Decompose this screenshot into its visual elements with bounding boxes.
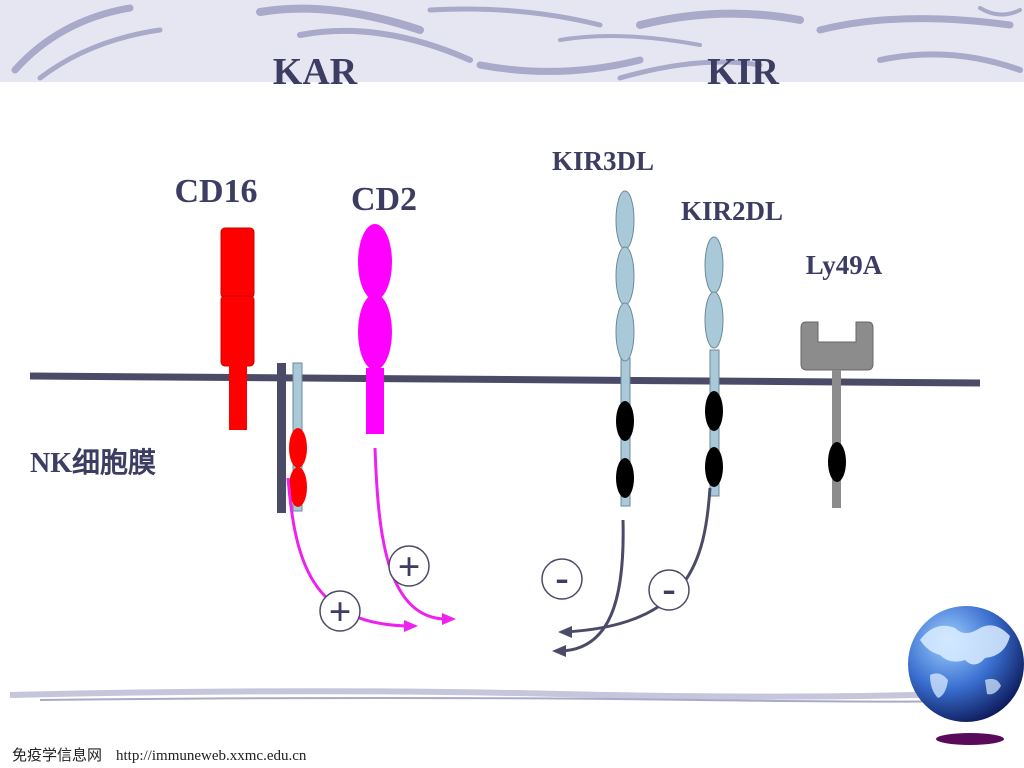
header-banner [0, 0, 1024, 82]
kir2dl-domain-2 [704, 291, 724, 349]
banner-streaks [11, 4, 1023, 81]
bottom-band [9, 688, 1001, 703]
footer: 免疫学信息网 http://immuneweb.xxmc.edu.cn [12, 744, 320, 765]
signal-minus-1: - [541, 555, 583, 600]
minus-text-1: - [555, 555, 568, 600]
title-kar: KAR [273, 51, 358, 93]
cd16-receptor [220, 227, 255, 430]
minus-text-2: - [662, 566, 675, 611]
inhibition-arrowhead-2 [558, 626, 572, 638]
label-ly49a: Ly49A [806, 250, 883, 280]
footer-url[interactable]: http://immuneweb.xxmc.edu.cn [116, 748, 307, 764]
footer-site-name: 免疫学信息网 [12, 748, 103, 764]
cd2-domain-2 [358, 294, 392, 370]
cd2-transmembrane [366, 368, 384, 434]
kir2dl-itim-2 [705, 447, 723, 487]
ly49a-itim [828, 442, 846, 482]
kir3dl-domain-1 [615, 190, 635, 250]
cd2-receptor [358, 224, 392, 434]
kir2dl-domain-1 [704, 236, 724, 294]
activation-arrow-cd2 [373, 447, 451, 621]
ly49a-stalk [832, 370, 841, 508]
kir3dl-itim-2 [616, 458, 634, 498]
plus-text-1: + [398, 544, 421, 589]
label-kir2dl: KIR2DL [681, 196, 783, 226]
activation-arrowhead-1 [404, 620, 418, 632]
signal-plus-1: + [388, 544, 430, 589]
kir2dl-itim-1 [705, 391, 723, 431]
cd16-domain-2 [220, 295, 255, 367]
label-cd2: CD2 [351, 181, 417, 218]
plus-text-2: + [329, 589, 352, 634]
kir2dl-receptor [704, 236, 724, 497]
cd16-transmembrane [229, 364, 247, 430]
adaptor-bar [277, 363, 286, 513]
kir3dl-domain-3 [615, 302, 635, 362]
inhibition-arrows [559, 487, 712, 653]
kir3dl-receptor [615, 190, 635, 507]
cd16-domain-1 [220, 227, 255, 299]
title-kir: KIR [707, 51, 779, 93]
signal-minus-2: - [648, 566, 690, 611]
label-cd16: CD16 [174, 173, 257, 210]
ly49a-receptor [800, 321, 874, 508]
signal-plus-2: + [319, 589, 361, 634]
itam-motif-2 [289, 467, 307, 507]
activation-arrowhead-2 [442, 613, 456, 625]
cd2-domain-1 [358, 224, 392, 300]
kir3dl-domain-2 [615, 246, 635, 306]
inhibition-arrow-kir2dl [564, 487, 712, 634]
globe-icon [908, 606, 1024, 745]
adaptor-chain [277, 362, 307, 513]
activation-arrow-cd16 [286, 477, 411, 628]
label-membrane: NK细胞膜 [30, 446, 156, 479]
ly49a-lectin-domain [800, 321, 874, 371]
inhibition-arrowhead-1 [552, 645, 566, 657]
activation-arrows [286, 447, 451, 628]
nk-cell-membrane [29, 372, 981, 387]
kir3dl-itim-1 [616, 401, 634, 441]
inhibition-arrow-kir3dl [559, 519, 625, 653]
itam-motif-1 [289, 428, 307, 468]
label-kir3dl: KIR3DL [552, 146, 654, 176]
